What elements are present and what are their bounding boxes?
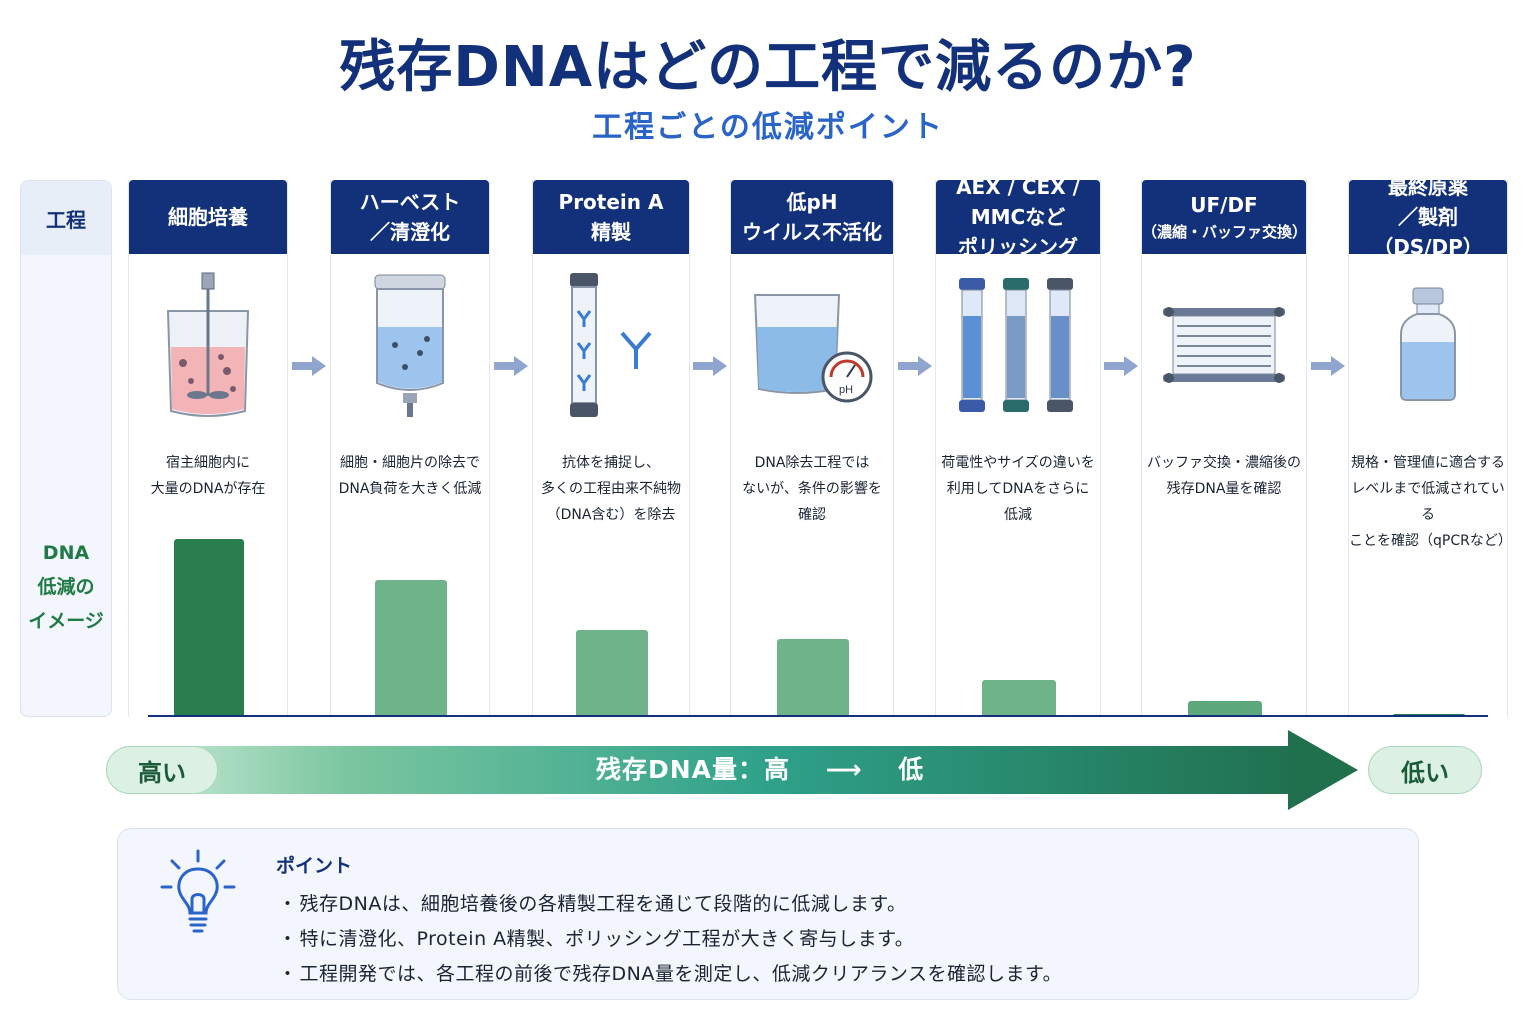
process-step-header: AEX / CEX / MMCなどポリッシング [936, 175, 1100, 259]
process-row-label: 工程 [21, 181, 111, 255]
high-pill: 高い [106, 746, 218, 794]
step-name-line: ／清澄化 [370, 220, 450, 244]
step-name-line: Protein A [558, 190, 664, 214]
step-description: バッファ交換・濃縮後の 残存DNA量を確認 [1147, 455, 1301, 497]
dna-label-line: イメージ [28, 610, 104, 632]
flow-center-text: 残存DNA量：高 ⟶ 低 [596, 755, 925, 784]
step-name-line: 低pH [786, 190, 838, 214]
page-title: 残存DNAはどの工程で減るのか? [339, 35, 1197, 100]
dna-level-bar [576, 629, 648, 717]
row-label-column: 工程 DNA 低減の イメージ [20, 180, 112, 717]
flow-arrow-icon [897, 356, 932, 376]
step-description: 規格・管理値に適合する レベルまで低減されている ことを確認（qPCRなど） [1349, 455, 1512, 549]
process-step-column: UF/DF （濃縮・バッファ交換） バッファ交換・濃縮後の 残存DNA量を確認 [1141, 180, 1307, 717]
flow-arrow-icon [1310, 356, 1345, 376]
residual-dna-flow-arrow: 高い 残存DNA量：高 ⟶ 低 低い [106, 730, 1482, 810]
low-pill: 低い [1368, 746, 1482, 794]
lightbulb-icon [160, 849, 236, 933]
point-list: 残存DNAは、細胞培養後の各精製工程を通じて段階的に低減します。 特に清澄化、P… [278, 887, 1062, 992]
dna-row-label: DNA 低減の イメージ [21, 536, 111, 638]
page-subtitle: 工程ごとの低減ポイント [592, 110, 944, 145]
step-description: 宿主細胞内に 大量のDNAが存在 [150, 455, 266, 497]
process-step-header: 最終原薬 ／製剤（DS/DP） [1349, 175, 1507, 259]
point-item: 特に清澄化、Protein A精製、ポリッシング工程が大きく寄与します。 [278, 922, 1062, 957]
process-step-header: 低pH ウイルス不活化 [731, 180, 893, 254]
process-step-header: UF/DF （濃縮・バッファ交換） [1142, 180, 1308, 254]
dna-level-bar [777, 638, 849, 717]
dna-label-line: 低減の [37, 576, 95, 598]
dna-level-bar [1188, 700, 1262, 717]
polishing-columns-icon [936, 266, 1100, 426]
dna-label-line: DNA [42, 542, 90, 564]
flow-arrowhead [1288, 730, 1358, 810]
process-step-header: ハーベスト ／清澄化 [331, 180, 489, 254]
point-title: ポイント [276, 855, 353, 877]
step-name-line: AEX / CEX / [956, 175, 1080, 199]
process-step-column: 低pH ウイルス不活化 pH DNA除去工程では ないが、条件の影響を 確認 [730, 180, 894, 717]
ufdf-cassette-icon [1142, 266, 1306, 426]
point-item: 残存DNAは、細胞培養後の各精製工程を通じて段階的に低減します。 [278, 887, 1062, 922]
step-name-line: 細胞培養 [168, 205, 248, 229]
step-description: 細胞・細胞片の除去で DNA負荷を大きく低減 [338, 455, 482, 497]
filter-vessel-icon [331, 266, 489, 426]
svg-text:pH: pH [839, 384, 853, 396]
step-name-line: ポリッシング [958, 235, 1078, 259]
protein-a-column-icon [533, 266, 689, 426]
process-step-header: 細胞培養 [129, 180, 287, 254]
step-name-line: 精製 [591, 220, 631, 244]
process-step-column: Protein A 精製 抗体を捕捉し、 多くの工程由来不純物 （DNA含む）を除… [532, 180, 690, 717]
step-name-sub: （濃縮・バッファ交換） [1142, 223, 1308, 241]
dna-level-bar [982, 679, 1056, 717]
dna-level-bar [174, 539, 244, 717]
step-name-line: UF/DF [1190, 193, 1258, 217]
dna-level-bar [375, 579, 447, 717]
step-name-line: ウイルス不活化 [742, 220, 882, 244]
step-description: 抗体を捕捉し、 多くの工程由来不純物 （DNA含む）を除去 [541, 455, 681, 523]
process-step-column: AEX / CEX / MMCなどポリッシング 荷電性やサイズの違いを 利用してD… [935, 175, 1101, 717]
process-step-header: Protein A 精製 [533, 180, 689, 254]
flow-arrow-icon [292, 356, 326, 376]
step-description: 荷電性やサイズの違いを 利用してDNAをさらに 低減 [941, 455, 1095, 523]
flow-arrow-icon [1104, 356, 1138, 376]
process-step-column: ハーベスト ／清澄化 細胞・細胞片の除去で DNA負荷を大きく低減 [330, 180, 490, 717]
step-name-line: MMCなど [970, 205, 1066, 229]
step-name-line: ハーベスト [359, 190, 461, 214]
process-step-column: 細胞培養 宿主細胞内に 大量のDNAが存在 [128, 180, 288, 717]
point-box: ポイント 残存DNAは、細胞培養後の各精製工程を通じて段階的に低減します。 特に… [117, 828, 1419, 1000]
bioreactor-icon [129, 266, 287, 426]
vial-icon [1349, 266, 1507, 426]
flow-arrow-icon [693, 356, 727, 376]
step-name-line: 最終原薬 [1388, 175, 1468, 199]
flow-arrow-icon [494, 356, 528, 376]
step-description: DNA除去工程では ないが、条件の影響を 確認 [742, 455, 882, 523]
process-step-column: 最終原薬 ／製剤（DS/DP） 規格・管理値に適合する レベルまで低減されている … [1348, 175, 1512, 717]
point-item: 工程開発では、各工程の前後で残存DNA量を測定し、低減クリアランスを確認します。 [278, 957, 1062, 992]
chart-baseline [148, 715, 1488, 717]
flow-gradient-bar [106, 746, 1306, 794]
beaker-ph-icon: pH [731, 266, 893, 426]
step-name-line: ／製剤（DS/DP） [1373, 205, 1483, 259]
